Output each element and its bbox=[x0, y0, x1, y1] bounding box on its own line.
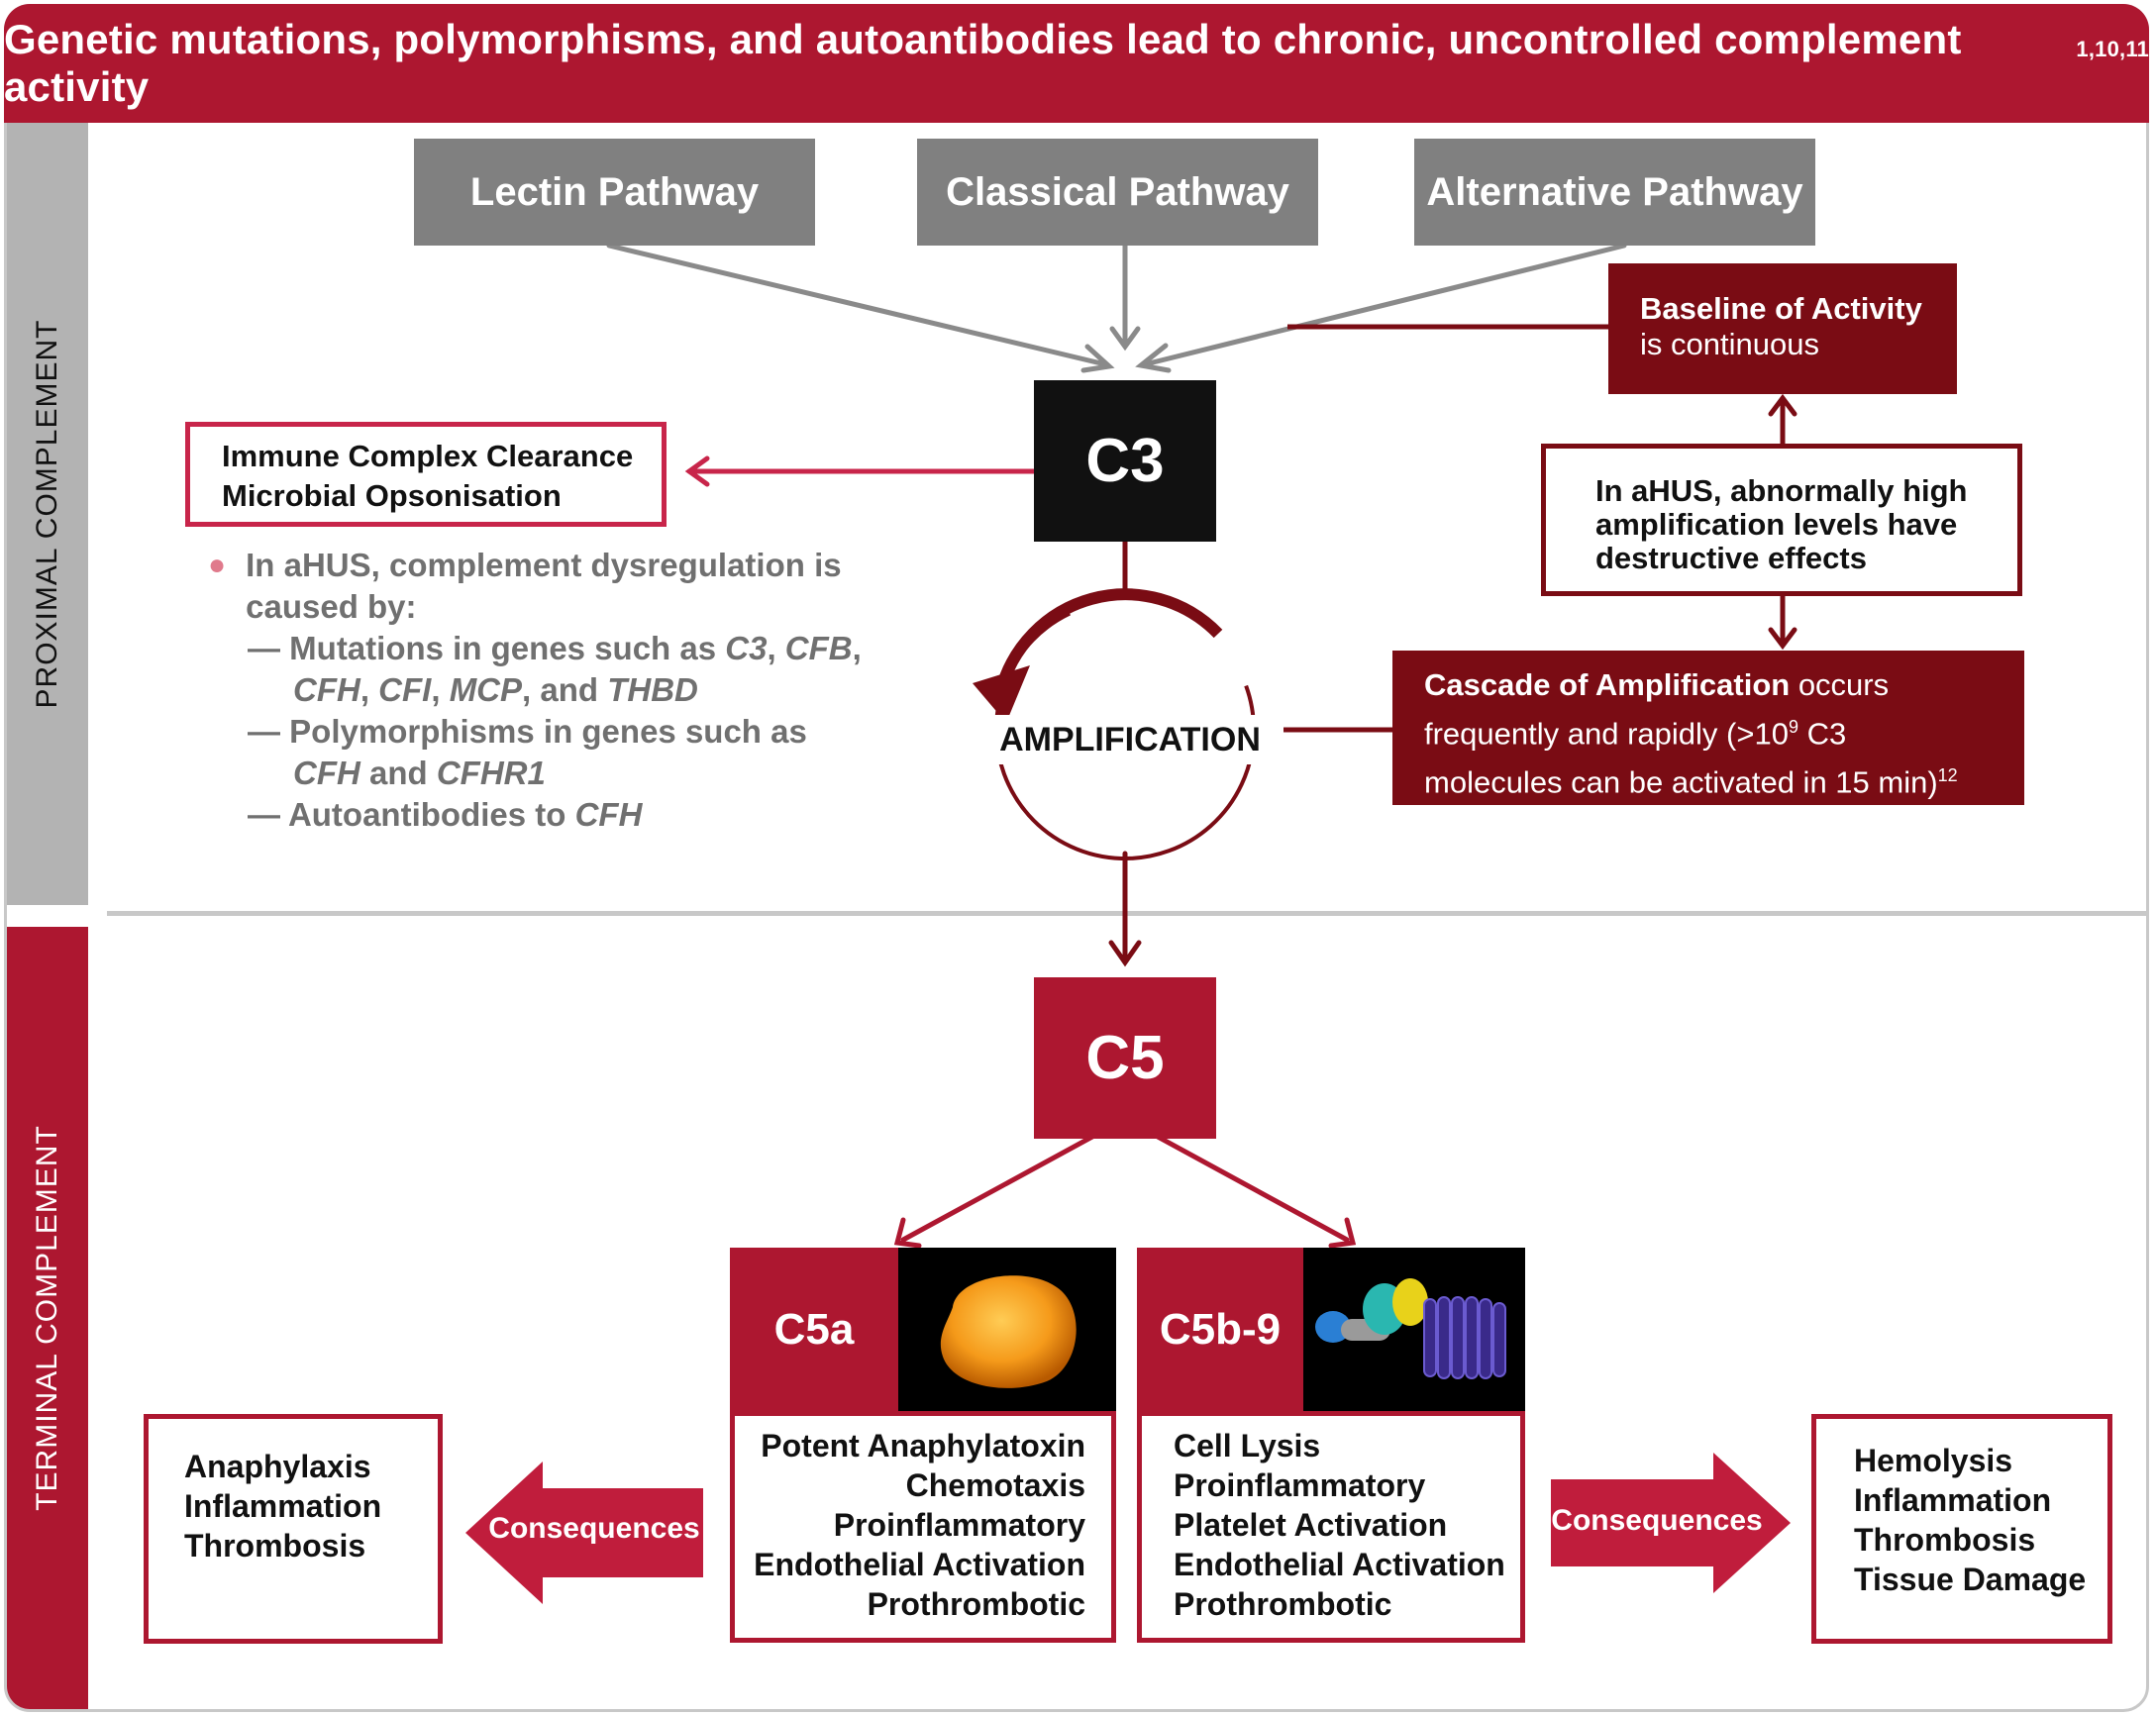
left-consequences-label: Consequences bbox=[488, 1512, 700, 1545]
clearance-line-1: Immune Complex Clearance bbox=[222, 439, 634, 473]
clearance-line-2: Microbial Opsonisation bbox=[222, 478, 562, 513]
c3-label: C3 bbox=[1085, 427, 1165, 495]
c5a-label: C5a bbox=[773, 1304, 855, 1354]
c5a-effect-5: Prothrombotic bbox=[867, 1586, 1085, 1622]
cascade-rest-2: frequently and rapidly (>10 bbox=[1424, 716, 1789, 752]
lectin-pathway-label: Lectin Pathway bbox=[469, 169, 760, 214]
c5a-effect-4: Endothelial Activation bbox=[754, 1547, 1085, 1582]
c5b9-effect-5: Prothrombotic bbox=[1174, 1586, 1392, 1622]
c5a-effect-1: Potent Anaphylatoxin bbox=[761, 1428, 1085, 1464]
baseline-box: Baseline of Activity is continuous bbox=[1608, 263, 1957, 394]
polymorphisms-item: — Polymorphisms in genes such as CFH and… bbox=[208, 711, 891, 794]
ahus-amplification-text: In aHUS, abnormally high amplification l… bbox=[1595, 473, 1968, 575]
polymorphisms-prefix: — Polymorphisms in genes such as bbox=[248, 713, 807, 750]
amplification-label: AMPLIFICATION bbox=[976, 715, 1283, 764]
c3-box: C3 bbox=[1034, 380, 1216, 542]
c5a-header: C5a bbox=[730, 1248, 898, 1411]
right-consequences-box: Hemolysis Inflammation Thrombosis Tissue… bbox=[1811, 1414, 2112, 1644]
c5a-effects-box: Potent Anaphylatoxin Chemotaxis Proinfla… bbox=[730, 1411, 1116, 1643]
c5b9-effect-1: Cell Lysis bbox=[1174, 1428, 1321, 1464]
gene-cfhr1: CFHR1 bbox=[436, 755, 546, 791]
gene-cfh: CFH bbox=[293, 671, 360, 708]
cascade-bold: Cascade of Amplification bbox=[1424, 667, 1791, 702]
header-banner: Genetic mutations, polymorphisms, and au… bbox=[4, 4, 2149, 123]
section-divider bbox=[107, 911, 2149, 916]
bullet-icon: ● bbox=[208, 549, 227, 581]
autoantibodies-prefix: — Autoantibodies to bbox=[248, 796, 575, 833]
and-word-2: and bbox=[369, 755, 428, 791]
dysregulation-intro-row: ● In aHUS, complement dysregulation is c… bbox=[208, 545, 891, 628]
c5b9-effect-3: Platelet Activation bbox=[1174, 1507, 1448, 1543]
baseline-rest: is continuous bbox=[1640, 327, 1819, 361]
mutations-prefix: — Mutations in genes such as bbox=[248, 630, 726, 666]
left-consequence-3: Thrombosis bbox=[184, 1528, 366, 1564]
alternative-pathway-label: Alternative Pathway bbox=[1426, 169, 1803, 214]
proximal-side-bar: PROXIMAL COMPLEMENT bbox=[7, 123, 88, 905]
cascade-rest-4: molecules can be activated in 15 min) bbox=[1424, 764, 1938, 800]
gene-mcp: MCP bbox=[449, 671, 523, 708]
right-consequence-2: Inflammation bbox=[1854, 1482, 2052, 1518]
ahus-amplification-box: In aHUS, abnormally high amplification l… bbox=[1541, 444, 2022, 596]
right-consequences-arrow-shape bbox=[1551, 1453, 1791, 1593]
left-consequences-box: Anaphylaxis Inflammation Thrombosis bbox=[144, 1414, 443, 1644]
and-word: and bbox=[540, 671, 599, 708]
c5a-effect-3: Proinflammatory bbox=[833, 1507, 1085, 1543]
left-consequence-1: Anaphylaxis bbox=[184, 1449, 371, 1484]
c5a-effect-2: Chemotaxis bbox=[905, 1467, 1085, 1503]
c5b9-effect-4: Endothelial Activation bbox=[1174, 1547, 1505, 1582]
dysregulation-intro: In aHUS, complement dysregulation is cau… bbox=[246, 547, 842, 625]
right-consequence-1: Hemolysis bbox=[1854, 1443, 2013, 1478]
cascade-ref: 12 bbox=[1937, 765, 1958, 786]
gene-cfb: CFB bbox=[784, 630, 853, 666]
clearance-box: Immune Complex Clearance Microbial Opson… bbox=[185, 422, 667, 527]
cascade-sup-9: 9 bbox=[1788, 717, 1798, 737]
right-consequence-4: Tissue Damage bbox=[1854, 1562, 2087, 1597]
c5b9-label: C5b-9 bbox=[1159, 1304, 1282, 1354]
cascade-box: Cascade of Amplification occurs frequent… bbox=[1392, 651, 2024, 805]
right-consequences-label: Consequences bbox=[1551, 1504, 1763, 1537]
gene-cfi: CFI bbox=[378, 671, 432, 708]
c5b9-header: C5b-9 bbox=[1137, 1248, 1303, 1411]
cascade-rest-3: C3 bbox=[1797, 716, 1847, 752]
header-title: Genetic mutations, polymorphisms, and au… bbox=[4, 16, 1962, 110]
autoantibodies-item: — Autoantibodies to CFH bbox=[208, 794, 891, 836]
classical-pathway-label: Classical Pathway bbox=[946, 169, 1289, 214]
c5b9-molecule-image bbox=[1303, 1248, 1525, 1411]
header-refs: 1,10,11 bbox=[2076, 37, 2149, 61]
terminal-side-bar: TERMINAL COMPLEMENT bbox=[7, 927, 88, 1709]
c5b9-molecule-icon bbox=[1315, 1278, 1506, 1379]
gene-thbd: THBD bbox=[607, 671, 698, 708]
c5a-molecule-icon bbox=[940, 1275, 1077, 1388]
lectin-pathway-box: Lectin Pathway bbox=[414, 139, 815, 246]
alternative-pathway-box: Alternative Pathway bbox=[1414, 139, 1815, 246]
c5b9-effects-box: Cell Lysis Proinflammatory Platelet Acti… bbox=[1137, 1411, 1525, 1643]
gene-cfh-poly: CFH bbox=[293, 755, 360, 791]
gene-c3: C3 bbox=[725, 630, 768, 666]
baseline-bold: Baseline of Activity bbox=[1640, 291, 1922, 326]
left-consequence-2: Inflammation bbox=[184, 1488, 382, 1524]
c5b9-effect-2: Proinflammatory bbox=[1174, 1467, 1426, 1503]
mutations-item: — Mutations in genes such as C3, CFB, CF… bbox=[248, 630, 862, 708]
c5-label: C5 bbox=[1085, 1024, 1165, 1092]
dysregulation-list: ● In aHUS, complement dysregulation is c… bbox=[208, 545, 891, 836]
left-consequences-arrow-shape bbox=[465, 1462, 703, 1604]
gene-cfh-auto: CFH bbox=[574, 796, 643, 833]
classical-pathway-box: Classical Pathway bbox=[917, 139, 1318, 246]
right-consequence-3: Thrombosis bbox=[1854, 1522, 2036, 1558]
cascade-rest-1: occurs bbox=[1790, 667, 1890, 702]
c5-box: C5 bbox=[1034, 977, 1216, 1139]
c5a-molecule-image bbox=[898, 1248, 1116, 1411]
